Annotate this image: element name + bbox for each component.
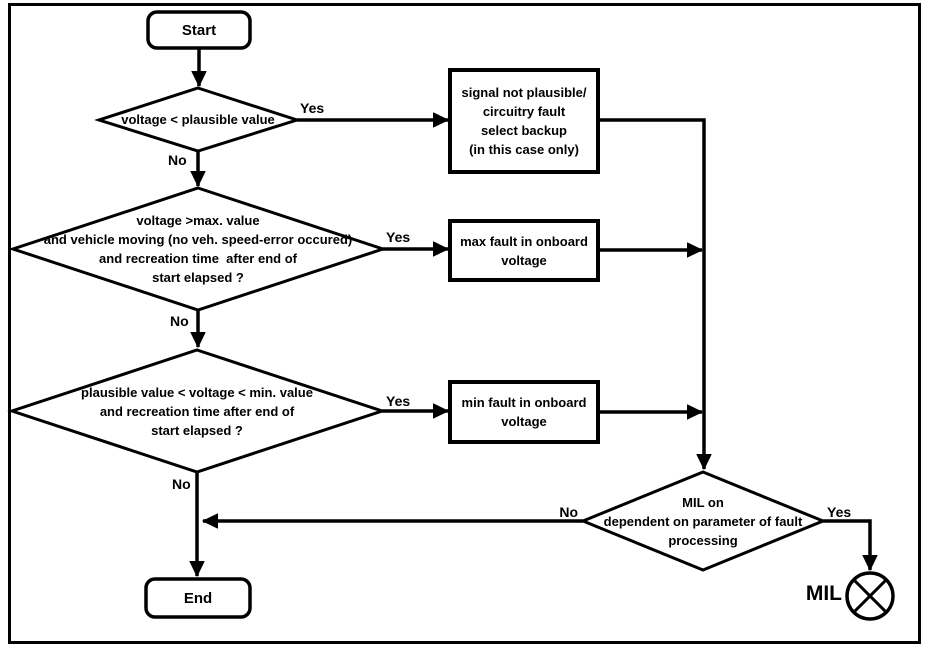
diagram-border [8, 3, 921, 644]
start-label: Start [181, 21, 217, 39]
mil-decision-no-label: No [559, 504, 578, 520]
decision1-text: voltage < plausible value [121, 112, 275, 127]
mil-decision-yes-label: Yes [827, 504, 852, 520]
decision3-yes-label: Yes [386, 393, 411, 409]
end-terminator [144, 577, 252, 619]
start-terminator [146, 10, 252, 50]
decision1-no-label: No [168, 152, 187, 168]
process2-text: max fault in onboard voltage [460, 233, 588, 268]
decision1-yes-label: Yes [300, 100, 325, 116]
process3-text: min fault in onboard voltage [461, 395, 587, 429]
decision1-diamond [94, 86, 302, 153]
process3-box [448, 380, 600, 444]
decision2-no-label: No [170, 313, 189, 329]
decision2-text: voltage >max. value and vehicle moving (… [43, 213, 353, 285]
edge-mil-yes-to-lamp [823, 519, 870, 570]
decision2-yes-label: Yes [386, 229, 411, 245]
mil-indicator-label: MIL [805, 582, 842, 605]
process1-box [448, 68, 600, 174]
decision3-text: plausible value < voltage < min. value a… [81, 384, 313, 438]
lamp-circle-x-icon [845, 571, 895, 621]
decision2-diamond [8, 186, 388, 312]
mil-decision-diamond [579, 470, 827, 572]
process2-box [448, 219, 600, 282]
edge-process1-to-mil-decision [598, 118, 704, 469]
process1-text: signal not plausible/ circuitry fault se… [461, 85, 587, 157]
decision3-no-label: No [172, 476, 191, 492]
end-label: End [183, 589, 213, 607]
mil-decision-text: MIL on dependent on parameter of fault p… [603, 494, 803, 548]
decision3-diamond [7, 348, 387, 474]
